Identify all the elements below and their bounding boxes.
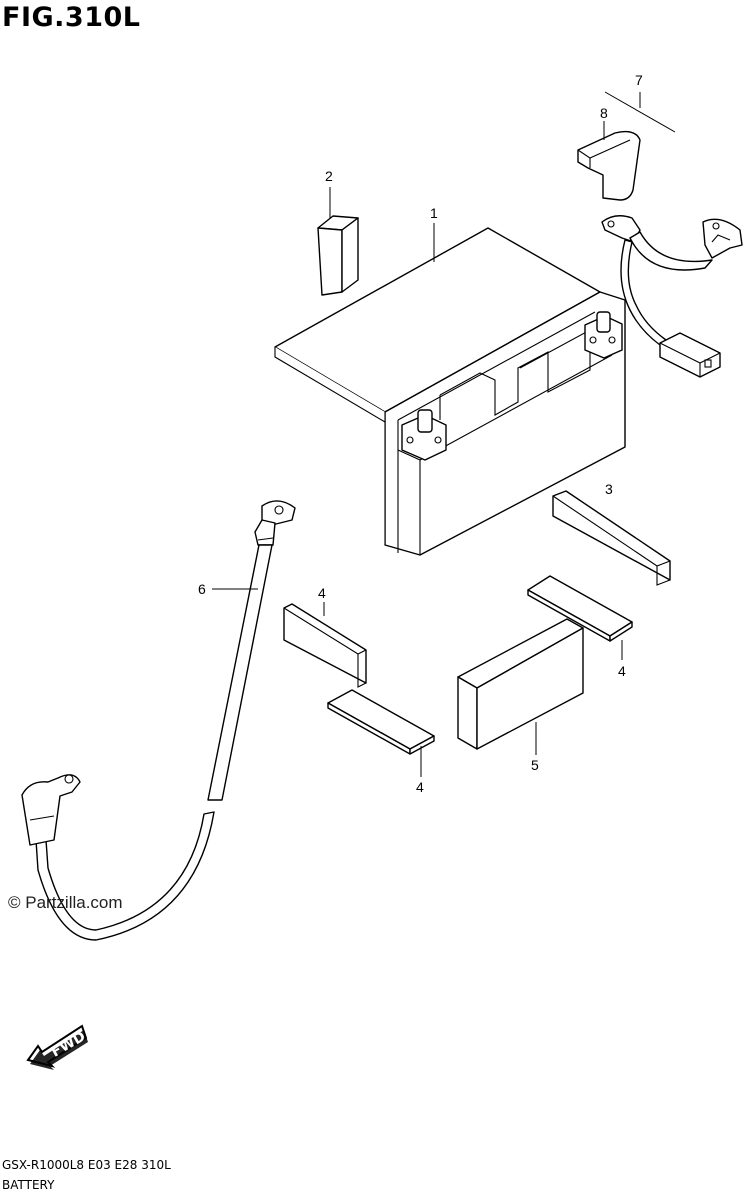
- figure-title: FIG.310L: [2, 2, 141, 33]
- fwd-arrow: FWD: [18, 1012, 98, 1072]
- model-code: GSX-R1000L8 E03 E28 310L: [2, 1158, 171, 1172]
- leader-lines: [212, 91, 676, 777]
- callout-4-right: 4: [618, 663, 626, 679]
- watermark-text: © Partzilla.com: [8, 893, 123, 912]
- callout-7: 7: [635, 72, 643, 88]
- callout-8: 8: [600, 105, 608, 121]
- callout-2: 2: [325, 168, 333, 184]
- part-7-positive-lead[interactable]: [601, 215, 743, 378]
- part-4-pad-right[interactable]: [527, 575, 633, 642]
- fwd-label: FWD: [49, 1028, 89, 1060]
- battery-terminal-positive: [584, 311, 623, 359]
- part-5-box[interactable]: [457, 618, 584, 750]
- part-4-pad-left[interactable]: [283, 603, 367, 688]
- callout-4-left: 4: [318, 585, 326, 601]
- part-6-negative-cable[interactable]: [21, 500, 296, 941]
- battery-terminal-negative: [401, 409, 447, 461]
- callout-4-bottom: 4: [416, 779, 424, 795]
- callout-5: 5: [531, 757, 539, 773]
- callout-3: 3: [605, 481, 613, 497]
- section-name: BATTERY: [2, 1178, 55, 1192]
- callout-6: 6: [198, 581, 206, 597]
- part-4-pad-bottom[interactable]: [327, 689, 435, 755]
- callout-1: 1: [430, 205, 438, 221]
- part-8-terminal-cover[interactable]: [577, 130, 641, 201]
- fwd-arrow-icon: FWD: [26, 1024, 89, 1070]
- part-3-pad[interactable]: [552, 490, 671, 586]
- part-1-battery[interactable]: [274, 227, 626, 556]
- part-2-block[interactable]: [317, 215, 359, 296]
